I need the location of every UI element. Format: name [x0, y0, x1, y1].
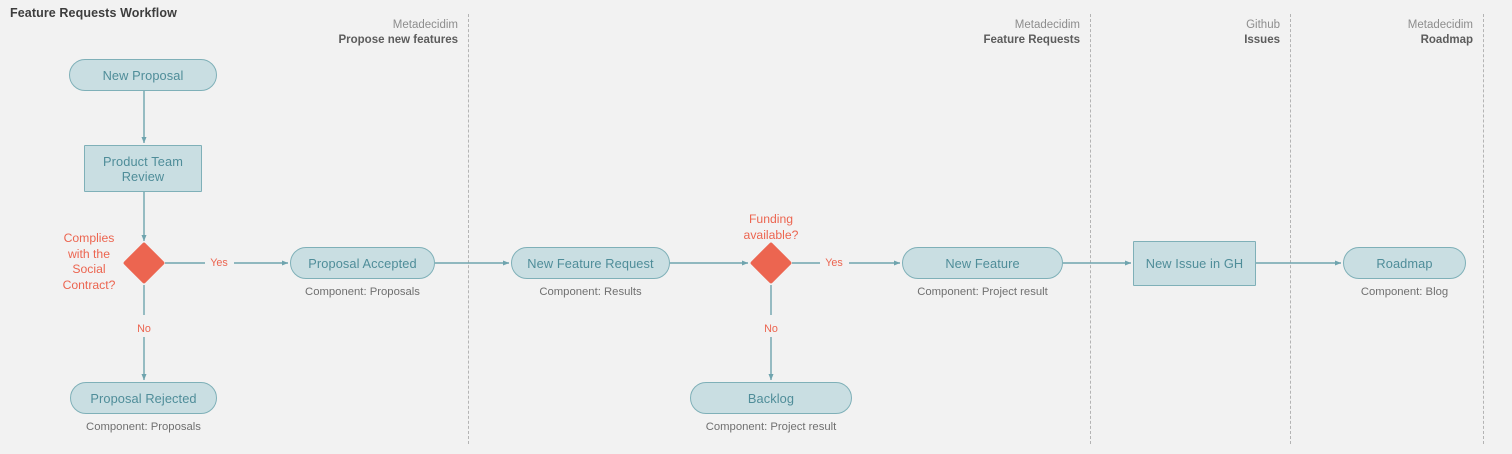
node-new-issue-gh[interactable]: New Issue in GH	[1133, 241, 1256, 286]
node-proposal-rejected[interactable]: Proposal Rejected	[70, 382, 217, 414]
node-new-feature-request[interactable]: New Feature Request	[511, 247, 670, 279]
caption-new-feature: Component: Project result	[917, 286, 1048, 298]
node-label: New Issue in GH	[1145, 256, 1244, 271]
node-label: Proposal Accepted	[308, 255, 417, 271]
lane-divider-2	[1290, 14, 1291, 444]
node-proposal-accepted[interactable]: Proposal Accepted	[290, 247, 435, 279]
lane-org: Metadecidim	[1014, 19, 1080, 31]
caption-proposal-accepted: Component: Proposals	[305, 286, 420, 298]
lane-org: Metadecidim	[392, 19, 458, 31]
page-title: Feature Requests Workflow	[10, 6, 177, 20]
node-new-proposal[interactable]: New Proposal	[69, 59, 217, 91]
caption-roadmap: Component: Blog	[1360, 286, 1449, 298]
edge-label-funding-no: No	[764, 323, 778, 335]
node-label: New Proposal	[102, 67, 184, 83]
node-label: New Feature	[945, 255, 1020, 271]
node-new-feature[interactable]: New Feature	[902, 247, 1063, 279]
caption-new-feature-request: Component: Results	[539, 286, 642, 298]
edge-label-social-no: No	[137, 323, 151, 335]
lane-divider-0	[468, 14, 469, 444]
edge-label-social-yes: Yes	[210, 257, 228, 269]
decision-question-social-contract: Complies with the Social Contract?	[62, 231, 116, 292]
lane-name: Feature Requests	[983, 33, 1080, 46]
node-label: Backlog	[747, 390, 795, 406]
node-product-team-review[interactable]: Product Team Review	[84, 145, 202, 192]
caption-backlog: Component: Project result	[705, 421, 837, 433]
node-label: Proposal Rejected	[90, 390, 197, 406]
node-label: Product Team Review	[103, 153, 183, 184]
decision-question-funding: Funding available?	[743, 212, 799, 242]
node-backlog[interactable]: Backlog	[690, 382, 852, 414]
node-label: Roadmap	[1376, 255, 1433, 271]
lane-org: Github	[1246, 19, 1280, 31]
caption-proposal-rejected: Component: Proposals	[86, 421, 201, 433]
lane-org: Metadecidim	[1407, 19, 1473, 31]
edge-label-funding-yes: Yes	[825, 257, 843, 269]
node-roadmap[interactable]: Roadmap	[1343, 247, 1466, 279]
lane-name: Issues	[1244, 33, 1280, 46]
node-label: New Feature Request	[527, 255, 654, 271]
lane-name: Propose new features	[338, 33, 458, 46]
lane-divider-3	[1483, 14, 1484, 444]
lane-divider-1	[1090, 14, 1091, 444]
lane-name: Roadmap	[1420, 33, 1473, 46]
